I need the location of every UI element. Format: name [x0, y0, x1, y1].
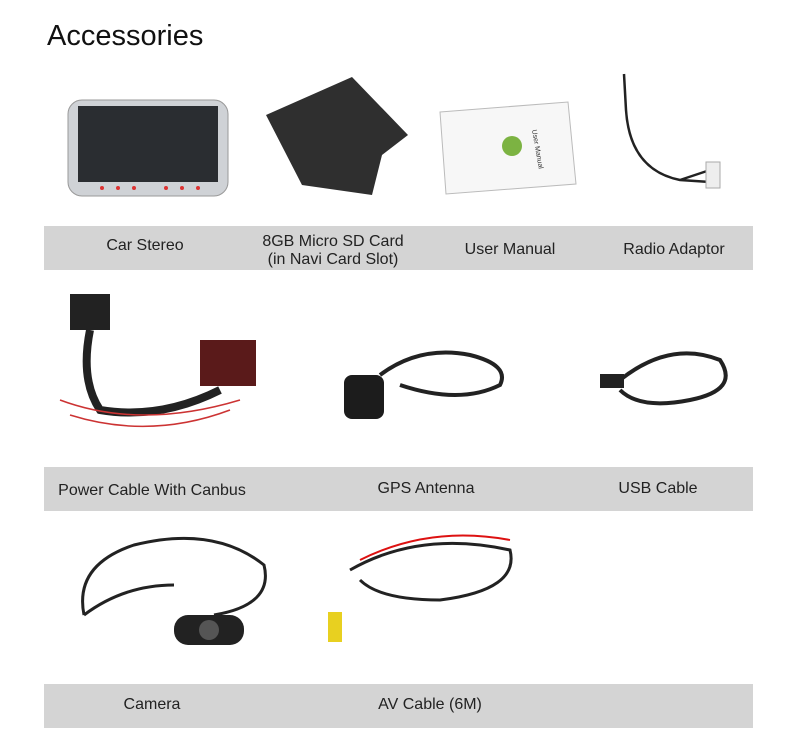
car-stereo-image — [67, 99, 229, 197]
manual-image: User Manual — [439, 101, 577, 195]
item-label-user-manual: User Manual — [464, 241, 556, 258]
item-label-usb-cable: USB Cable — [618, 480, 698, 497]
item-label-camera: Camera — [123, 696, 181, 713]
usb-cable-image — [600, 351, 728, 406]
item-label-radio-adaptor: Radio Adaptor — [623, 241, 725, 258]
label-bar-row-2 — [44, 467, 753, 511]
label-bar-row-3 — [44, 684, 753, 728]
item-label-av-cable: AV Cable (6M) — [378, 696, 482, 713]
power-cable-image — [59, 294, 256, 428]
gps-antenna-image — [344, 350, 504, 419]
label-bar-row-1 — [44, 226, 753, 270]
item-label-power-cable: Power Cable With Canbus — [58, 482, 246, 499]
av-cable-image — [328, 534, 513, 642]
camera-image — [81, 536, 267, 645]
item-label-sd-card: 8GB Micro SD Card(in Navi Card Slot) — [262, 233, 404, 268]
sd-card-image — [266, 77, 408, 195]
page-title: Accessories — [47, 20, 204, 52]
radio-adaptor-image — [622, 73, 721, 189]
item-label-car-stereo: Car Stereo — [106, 237, 184, 254]
item-label-gps-antenna: GPS Antenna — [377, 480, 475, 497]
